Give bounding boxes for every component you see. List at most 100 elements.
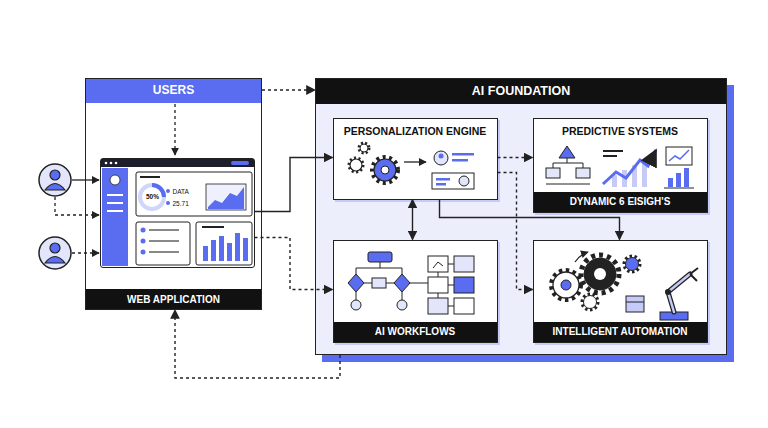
- user-link-part: [174, 104, 175, 155]
- mockup-frame-part: [110, 175, 120, 185]
- mockup-frame-part: [107, 210, 123, 212]
- user-icon: [39, 164, 71, 269]
- profile-card-part: [439, 154, 444, 159]
- gear-icon-part: [374, 159, 396, 181]
- workflow-chart-part: [433, 262, 443, 268]
- mockup-card-part: [149, 240, 179, 242]
- users-panel: USERSWEB APPLICATION50%DATA25.71: [85, 78, 262, 310]
- user-icon-part: [50, 170, 60, 180]
- mockup-card-part: [219, 236, 224, 261]
- mockup-card-part: [141, 239, 146, 244]
- predictive-chart-part: [642, 160, 647, 187]
- mockup-card-part: [140, 185, 164, 209]
- mockup-frame-part: [107, 194, 123, 196]
- mockup-frame-part: [101, 159, 254, 167]
- gear-icon-part: [349, 158, 363, 172]
- predictive-chart-part: [632, 165, 637, 187]
- user-icon-part: [50, 243, 60, 253]
- flow-connector: [175, 310, 340, 378]
- automation-machinery-part: [553, 272, 579, 298]
- module-box: PREDICTIVE SYSTEMSDYNAMIC 6 EISIGH'S: [533, 118, 708, 213]
- automation-machinery-part: [668, 274, 690, 312]
- mockup-card-part: [203, 246, 208, 261]
- profile-card-part: [459, 176, 469, 186]
- predictive-chart: [546, 146, 694, 188]
- gear-icon-part: [372, 157, 398, 183]
- predictive-chart-part: [668, 178, 673, 187]
- user-link-part: [72, 179, 99, 180]
- workflow-chart-part: [356, 262, 402, 274]
- mockup-card-part: [202, 226, 224, 228]
- predictive-chart-part: [603, 155, 617, 157]
- predictive-chart-part: [603, 150, 623, 152]
- gear-icon-part: [359, 143, 369, 153]
- gear-icon-part: [381, 166, 389, 174]
- foundation-panel: AI FOUNDATIONPERSONALIZATION ENGINEPREDI…: [315, 78, 727, 355]
- workflow-chart-part: [454, 277, 474, 293]
- automation-machinery-part: [584, 258, 616, 290]
- module-box: INTELLIGENT AUTOMATION: [533, 240, 708, 343]
- user-icon-part: [39, 237, 71, 269]
- flow-connector: [255, 238, 333, 290]
- mockup-card-part: [227, 243, 232, 261]
- automation-machinery-part: [626, 296, 644, 312]
- module-box: AI WORKFLOWS: [333, 240, 498, 343]
- automation-machinery-part: [561, 280, 571, 290]
- predictive-chart-part: [559, 146, 575, 158]
- user-link-part: [55, 197, 99, 215]
- box-title: PREDICTIVE SYSTEMS: [538, 125, 703, 137]
- mockup-card: [136, 172, 252, 265]
- user-icon-part: [39, 164, 71, 196]
- automation-machinery-part: [594, 268, 606, 280]
- mockup-card-part: [196, 222, 252, 265]
- flow-connector: [412, 200, 413, 240]
- label-band: AI FOUNDATION: [316, 79, 726, 104]
- automation-machinery-part: [690, 268, 698, 281]
- predictive-chart-part: [676, 173, 681, 187]
- label-band: AI WORKFLOWS: [334, 322, 497, 342]
- mockup-frame-part: [110, 162, 113, 165]
- predictive-chart-part: [576, 168, 590, 178]
- mockup-card-part: [141, 250, 146, 255]
- label-band: INTELLIGENT AUTOMATION: [534, 322, 707, 342]
- automation-machinery: [551, 252, 698, 320]
- mockup-card-part: [141, 228, 146, 233]
- flow-connector: [498, 157, 533, 158]
- mockup-text: 25.71: [173, 201, 189, 208]
- predictive-chart-part: [603, 150, 656, 184]
- mockup-frame-part: [115, 162, 118, 165]
- mockup-text: DATA: [173, 189, 189, 196]
- workflow-chart-part: [438, 264, 454, 306]
- workflow-chart-part: [394, 274, 410, 292]
- mockup-card-part: [152, 185, 164, 197]
- predictive-chart-part: [553, 158, 583, 168]
- automation-machinery-part: [624, 256, 640, 272]
- workflow-chart-part: [428, 256, 448, 272]
- automation-machinery-part: [582, 294, 598, 310]
- profile-card-part: [452, 159, 468, 162]
- automation-machinery-part: [551, 270, 581, 300]
- mockup-frame-part: [102, 168, 128, 266]
- mockup-card-part: [208, 187, 244, 209]
- automation-machinery-part: [665, 289, 671, 295]
- automation-machinery-part: [668, 274, 690, 312]
- profile-card-part: [404, 161, 426, 162]
- mockup-frame: [101, 159, 254, 266]
- workflow-chart: [348, 252, 474, 314]
- workflow-chart-part: [454, 298, 474, 314]
- mockup-frame-part: [231, 161, 249, 165]
- mockup-card-part: [211, 240, 216, 261]
- mockup-card-part: [136, 172, 252, 216]
- mockup-frame-part: [107, 202, 123, 204]
- predictive-chart-part: [664, 188, 694, 189]
- automation-machinery-part: [660, 312, 688, 320]
- flow-connector: [262, 89, 315, 90]
- predictive-chart-part: [684, 168, 689, 187]
- mockup-card-part: [136, 222, 190, 265]
- gear-icon-part: [360, 144, 368, 152]
- predictive-chart-part: [666, 147, 692, 165]
- mockup-card-part: [166, 201, 170, 205]
- profile-card: [404, 151, 474, 189]
- workflow-chart-part: [428, 298, 448, 314]
